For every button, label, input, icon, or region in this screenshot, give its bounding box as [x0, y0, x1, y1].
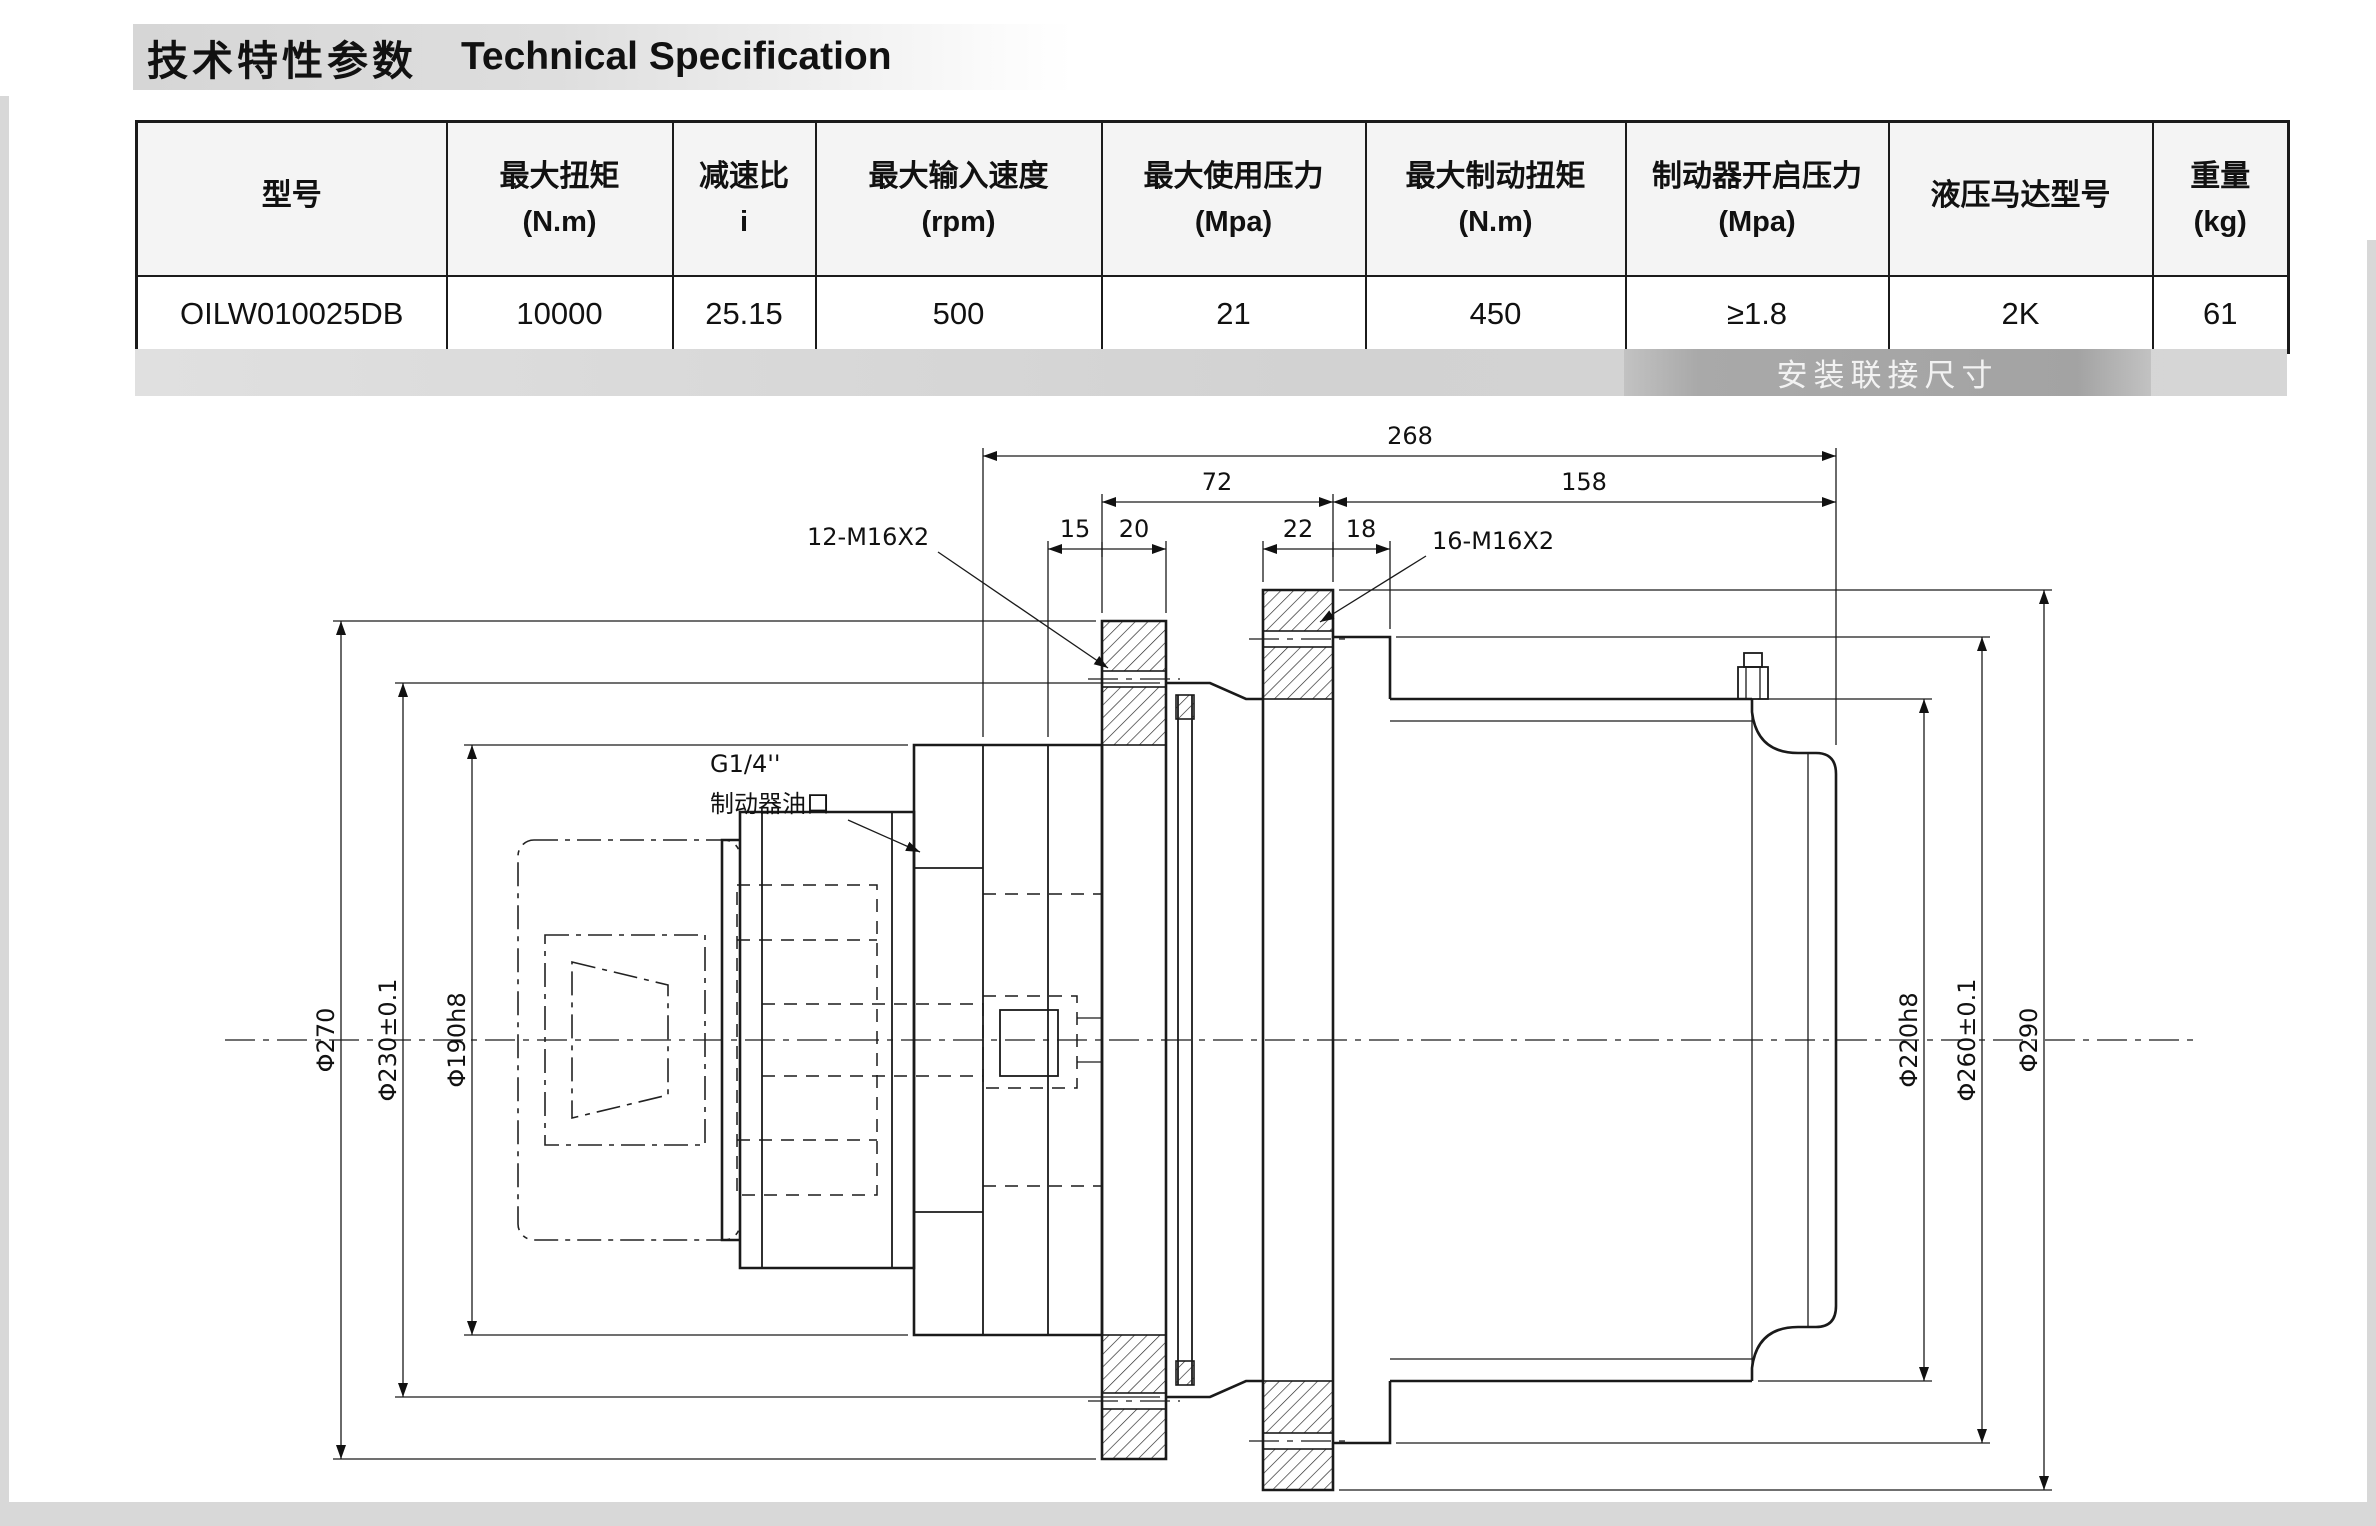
- dim-dia-270: Φ270: [312, 1008, 340, 1073]
- dim-rear-section: 158: [1561, 468, 1607, 496]
- cell-motor-model: 2K: [1887, 275, 2154, 354]
- left-diameter-dimensions: Φ270 Φ230±0.1 Φ190h8: [312, 620, 1160, 1460]
- shaft-coupling: [982, 995, 1102, 1089]
- col-header-model: 型号: [135, 120, 448, 277]
- cell-max-brake-torque: 450: [1364, 275, 1627, 354]
- col-header-max-pressure: 最大使用压力(Mpa): [1100, 120, 1367, 277]
- dim-dia-230: Φ230±0.1: [374, 979, 402, 1102]
- dim-total-length: 268: [1387, 422, 1433, 450]
- page-title-zh: 技术特性参数: [147, 38, 417, 84]
- dim-step-22: 22: [1283, 515, 1314, 543]
- label-bolts-right: 16-M16X2: [1432, 527, 1554, 555]
- cell-ratio: 25.15: [671, 275, 817, 354]
- col-header-max-input-speed: 最大输入速度(rpm): [814, 120, 1103, 277]
- page-title-en: Technical Specification: [461, 35, 892, 78]
- dim-step-18: 18: [1346, 515, 1377, 543]
- main-mounting-flange: [1249, 588, 1347, 1492]
- col-header-weight: 重量(kg): [2151, 120, 2290, 277]
- dim-dia-190: Φ190h8: [443, 992, 471, 1087]
- cell-max-input-speed: 500: [814, 275, 1103, 354]
- spec-table-data-row: OILW010025DB 10000 25.15 500 21 450 ≥1.8…: [135, 275, 2290, 354]
- horizontal-dimensions: 268 72 158 15 20 22 18: [982, 422, 1837, 745]
- brake-port-callout: G1/4'' 制动器油口: [710, 750, 921, 853]
- page-edge-right: [2367, 240, 2376, 1526]
- dim-step-15: 15: [1060, 515, 1091, 543]
- col-header-max-torque: 最大扭矩(N.m): [445, 120, 674, 277]
- dim-step-20: 20: [1119, 515, 1150, 543]
- col-header-motor-model: 液压马达型号: [1887, 120, 2154, 277]
- drain-plug: [1737, 666, 1769, 700]
- col-header-max-brake-torque: 最大制动扭矩(N.m): [1364, 120, 1627, 277]
- right-diameter-dimensions: Φ220h8 Φ260±0.1 Φ290: [1339, 589, 2052, 1491]
- page-edge-left: [0, 96, 9, 1526]
- dim-dia-220: Φ220h8: [1895, 992, 1923, 1087]
- front-mounting-flange: [1088, 619, 1180, 1461]
- cell-max-torque: 10000: [445, 275, 674, 354]
- label-port-name: 制动器油口: [710, 790, 830, 818]
- cell-brake-open-pressure: ≥1.8: [1624, 275, 1890, 354]
- mounting-banner-label: 安装联接尺寸: [1776, 358, 1999, 393]
- mounting-banner: 安装联接尺寸: [135, 349, 2287, 396]
- cell-weight: 61: [2151, 275, 2290, 354]
- label-port-thread: G1/4'': [710, 750, 780, 778]
- title-bar: 技术特性参数 Technical Specification: [133, 24, 1073, 90]
- dim-front-section: 72: [1202, 468, 1233, 496]
- spigot-ring: [1333, 635, 1392, 1445]
- dim-dia-260: Φ260±0.1: [1953, 979, 1981, 1102]
- label-bolts-left: 12-M16X2: [807, 523, 929, 551]
- ring-gear-neck: [1166, 681, 1263, 1399]
- gearbox-drum: [1390, 652, 1838, 1383]
- motor-adapter: [720, 810, 983, 1270]
- dim-dia-290: Φ290: [2015, 1008, 2043, 1073]
- bolt-callouts: 12-M16X2 16-M16X2: [807, 523, 1554, 669]
- page-edge-bottom: [0, 1502, 2376, 1526]
- col-header-brake-open-pressure: 制动器开启压力(Mpa): [1624, 120, 1890, 277]
- mounting-banner-highlight: 安装联接尺寸: [1624, 349, 2151, 396]
